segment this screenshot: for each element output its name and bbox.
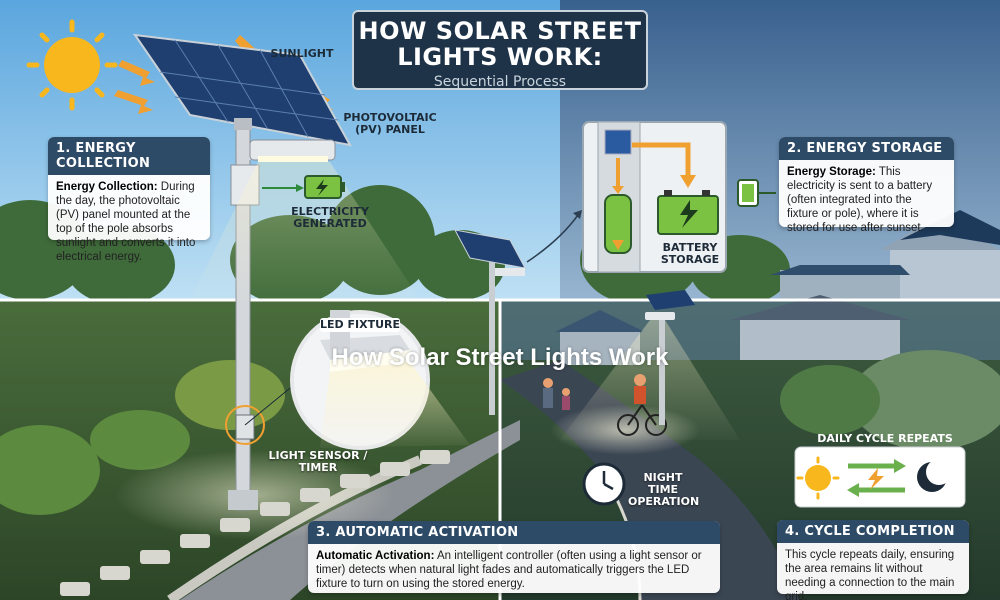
house	[770, 210, 1000, 300]
houses-bottom	[555, 295, 910, 365]
sun-icon	[26, 19, 118, 111]
main-title: HOW SOLAR STREET LIGHTS WORK:	[358, 17, 642, 71]
step-description: Automatic Activation: An intelligent con…	[316, 550, 702, 590]
step-card-energy-storage: 2. ENERGY STORAGE Energy Storage: This e…	[779, 137, 954, 234]
daily-cycle-panel	[794, 446, 966, 508]
step-heading: 3. AUTOMATIC ACTIVATION	[308, 521, 720, 544]
electricity-generated-label: ELECTRICITY GENERATED	[291, 205, 369, 230]
battery-icon	[262, 175, 345, 199]
distant-pole	[454, 229, 526, 415]
right-lamp	[645, 290, 695, 425]
moon-icon	[917, 459, 952, 492]
step-card-energy-collection: 1. ENERGY COLLECTION Energy Collection: …	[48, 137, 210, 263]
led-fixture-zoom	[244, 310, 470, 450]
daily-cycle-label: DAILY CYCLE REPEATS	[817, 432, 953, 445]
night-time-label: NIGHT TIME OPERATION	[628, 471, 700, 508]
step-heading: 1. ENERGY COLLECTION	[48, 137, 210, 175]
pv-panel-label: PHOTOVOLTAIC (PV) PANEL	[343, 111, 437, 136]
clock-icon	[582, 462, 626, 506]
storage-inset	[526, 121, 776, 273]
step-heading: 2. ENERGY STORAGE	[779, 137, 954, 160]
led-fixture-label: LED FIXTURE	[320, 318, 400, 332]
battery-storage-label: BATTERY STORAGE	[660, 241, 720, 266]
main-pole	[132, 33, 420, 511]
sunlight-label: SUNLIGHT	[270, 47, 334, 60]
step-description: Energy Storage: This electricity is sent…	[787, 166, 933, 234]
step-description: Energy Collection: During the day, the p…	[56, 181, 196, 263]
people	[543, 374, 667, 436]
step-card-automatic-activation: 3. AUTOMATIC ACTIVATION Automatic Activa…	[308, 521, 720, 593]
subtitle: Sequential Process	[433, 74, 567, 90]
step-heading: 4. CYCLE COMPLETION	[777, 520, 969, 543]
light-sensor-label: LIGHT SENSOR / TIMER	[268, 449, 368, 474]
step-card-cycle-completion: 4. CYCLE COMPLETION This cycle repeats d…	[777, 520, 969, 600]
cycle-arrows-icon	[847, 459, 906, 497]
step-description: This cycle repeats daily, ensuring the a…	[785, 549, 955, 600]
main-title-box: HOW SOLAR STREET LIGHTS WORK: Sequential…	[352, 10, 648, 90]
overlay-title: How Solar Street Lights Work	[331, 344, 669, 371]
